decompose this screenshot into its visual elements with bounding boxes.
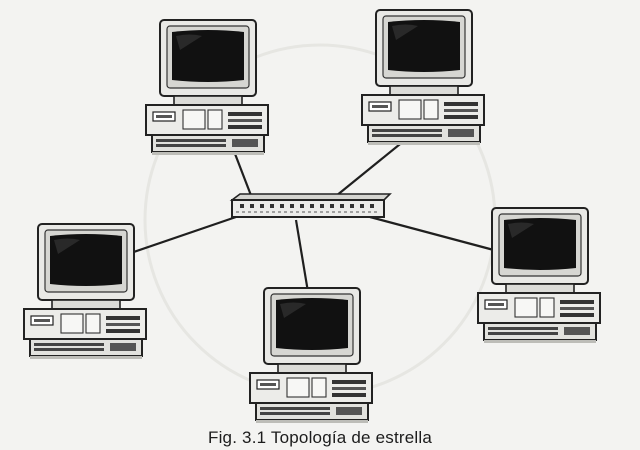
figure-caption: Fig. 3.1 Topología de estrella — [208, 428, 432, 447]
link-right — [369, 215, 506, 255]
computer-bottom — [249, 287, 373, 424]
network-hub-icon — [229, 193, 392, 218]
desktop-computer-icon — [249, 287, 373, 424]
desktop-computer-icon — [477, 207, 601, 344]
link-bottom — [294, 219, 310, 293]
desktop-computer-icon — [361, 9, 485, 146]
computer-top-right — [361, 9, 485, 146]
link-top-right — [335, 135, 411, 197]
computer-right — [477, 207, 601, 344]
desktop-computer-icon — [145, 19, 269, 156]
computer-left — [23, 223, 147, 360]
computer-top-left — [145, 19, 269, 156]
desktop-computer-icon — [23, 223, 147, 360]
link-left — [121, 215, 237, 258]
